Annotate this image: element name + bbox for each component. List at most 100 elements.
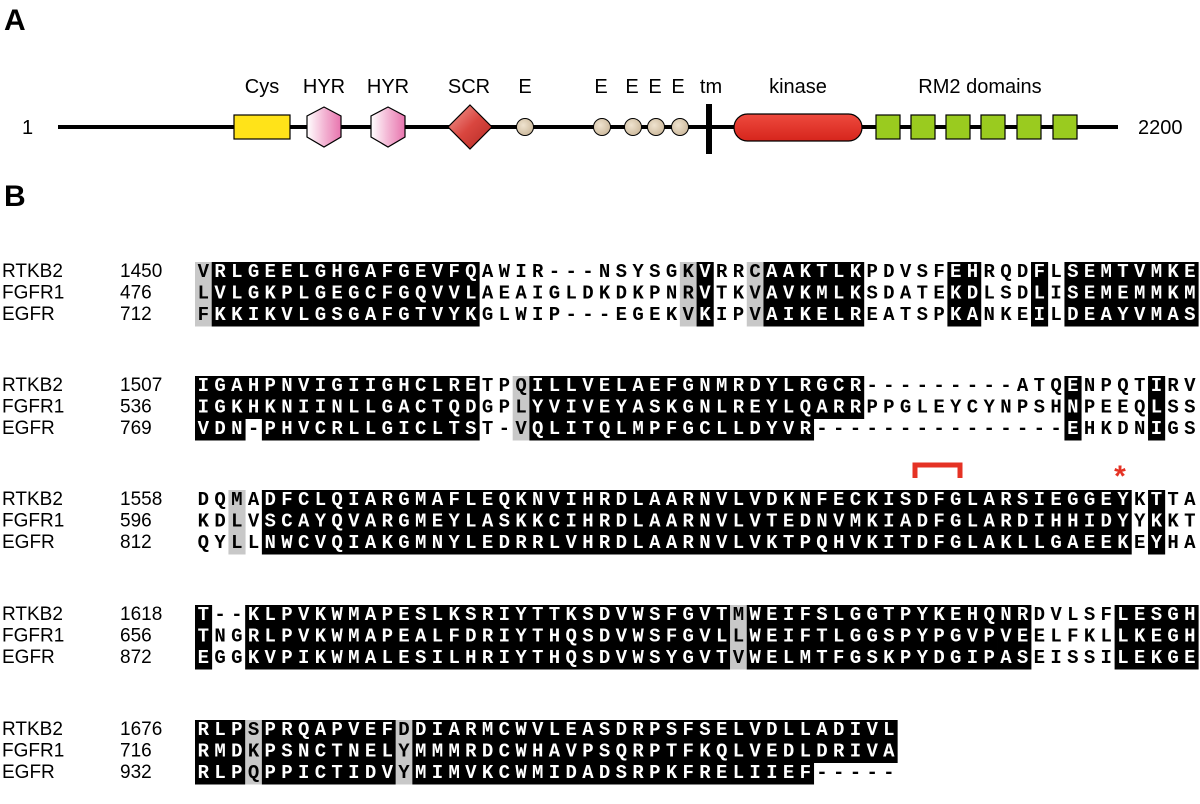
sequence-name: EGFR — [2, 532, 55, 553]
residue: G — [850, 604, 861, 626]
identical-residue-shading — [613, 605, 631, 627]
residue: I — [883, 511, 894, 533]
residue: P — [933, 304, 944, 326]
identical-residue-shading — [479, 605, 497, 627]
identical-residue-shading — [746, 605, 764, 627]
residue: A — [365, 626, 377, 648]
residue: D — [415, 719, 426, 741]
identical-residue-shading — [429, 262, 447, 284]
identical-residue-shading — [445, 511, 463, 533]
residue: C — [298, 489, 309, 511]
identical-residue-shading — [295, 376, 313, 398]
residue: N — [699, 532, 710, 554]
identical-residue-shading — [362, 533, 380, 555]
hyr-domain-1-label: HYR — [303, 76, 345, 98]
identical-residue-shading — [679, 376, 697, 398]
residue: D — [967, 283, 978, 305]
residue: V — [783, 418, 795, 440]
identical-residue-shading — [579, 720, 597, 742]
residue: F — [800, 604, 811, 626]
residue: M — [448, 741, 459, 763]
residue: G — [231, 647, 242, 669]
identical-residue-shading — [663, 533, 681, 555]
identical-residue-shading — [813, 490, 831, 512]
identical-residue-shading — [328, 511, 346, 533]
residue: A — [298, 511, 310, 533]
residue: T — [716, 647, 727, 669]
kinase-domain — [733, 113, 863, 142]
identical-residue-shading — [362, 626, 380, 648]
residue: S — [1067, 261, 1078, 283]
identical-residue-shading — [261, 283, 279, 305]
identical-residue-shading — [479, 720, 497, 742]
residue: G — [382, 418, 393, 440]
identical-residue-shading — [679, 419, 697, 441]
residue: L — [783, 375, 794, 397]
residue: K — [1000, 304, 1012, 326]
residue: P — [281, 283, 292, 305]
identical-residue-shading — [713, 511, 731, 533]
residue: E — [398, 626, 409, 648]
residue: H — [582, 489, 593, 511]
identical-residue-shading — [1148, 533, 1166, 555]
identical-residue-shading — [696, 419, 714, 441]
residue: V — [749, 532, 761, 554]
residue: Q — [800, 397, 811, 419]
identical-residue-shading — [445, 533, 463, 555]
residue: N — [331, 397, 342, 419]
identical-residue-shading — [529, 720, 547, 742]
residue: G — [331, 375, 342, 397]
residue: N — [432, 532, 443, 554]
identical-residue-shading — [195, 720, 213, 742]
residue: L — [733, 418, 744, 440]
identical-residue-shading — [646, 741, 664, 763]
identical-residue-shading — [529, 626, 547, 648]
residue: A — [1101, 304, 1113, 326]
residue: S — [917, 304, 928, 326]
identical-residue-shading — [613, 511, 631, 533]
residue: N — [800, 489, 811, 511]
identical-residue-shading — [1081, 262, 1099, 284]
residue: Y — [1117, 304, 1129, 326]
residue: V — [549, 489, 561, 511]
residue: A — [365, 489, 377, 511]
identical-residue-shading — [1114, 648, 1132, 670]
identical-residue-shading — [295, 511, 313, 533]
residue: Q — [499, 489, 510, 511]
residue: A — [766, 283, 778, 305]
residue: - — [850, 762, 861, 784]
identical-residue-shading — [261, 397, 279, 419]
residue: G — [248, 261, 259, 283]
identical-residue-shading — [278, 605, 296, 627]
residue: F — [448, 626, 459, 648]
identical-residue-shading — [211, 741, 229, 763]
identical-residue-shading — [345, 419, 363, 441]
residue: R — [482, 626, 494, 648]
residue: Q — [1117, 375, 1128, 397]
residue: A — [983, 532, 995, 554]
identical-residue-shading — [679, 741, 697, 763]
residue: Y — [1134, 511, 1146, 533]
residue: S — [248, 719, 259, 741]
residue: C — [499, 719, 510, 741]
residue: A — [1184, 489, 1196, 511]
residue: L — [382, 741, 393, 763]
identical-residue-shading — [947, 605, 965, 627]
residue: E — [1134, 532, 1145, 554]
residue: H — [967, 604, 978, 626]
residue: I — [298, 647, 309, 669]
residue: K — [666, 762, 678, 784]
residue: P — [866, 397, 877, 419]
residue: F — [933, 532, 944, 554]
identical-residue-shading — [847, 626, 865, 648]
identical-residue-shading — [345, 376, 363, 398]
residue: S — [1167, 397, 1178, 419]
identical-residue-shading — [679, 397, 697, 419]
identical-residue-shading — [479, 626, 497, 648]
identical-residue-shading — [880, 741, 898, 763]
identical-residue-shading — [395, 305, 413, 327]
residue: E — [783, 511, 794, 533]
identical-residue-shading — [763, 648, 781, 670]
sequence-start-position: 656 — [120, 626, 152, 647]
residue: K — [265, 283, 277, 305]
